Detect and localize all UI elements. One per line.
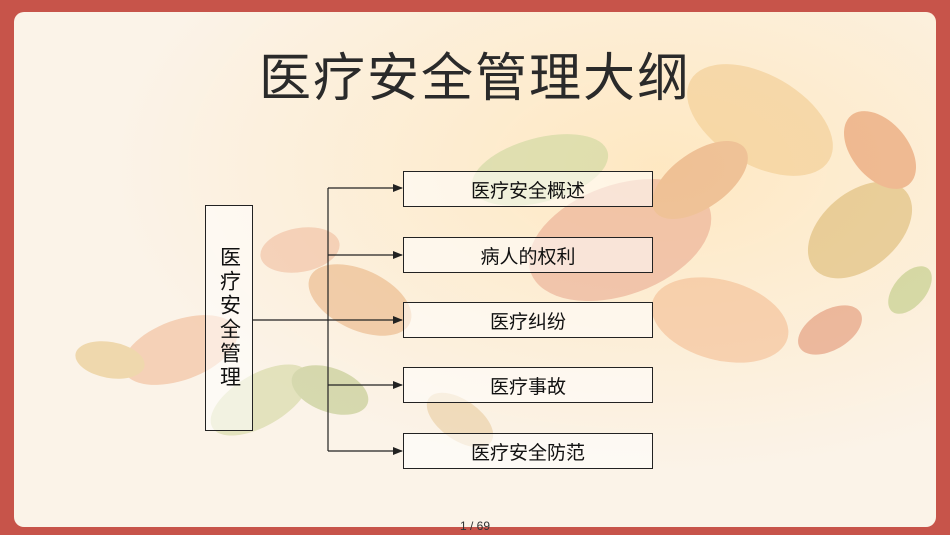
branch-node: 病人的权利 bbox=[403, 237, 653, 273]
branch-node: 医疗事故 bbox=[403, 367, 653, 403]
branch-node: 医疗安全防范 bbox=[403, 433, 653, 469]
root-node: 医疗安全管理 bbox=[205, 205, 253, 431]
branch-node: 医疗安全概述 bbox=[403, 171, 653, 207]
slide-title: 医疗安全管理大纲 bbox=[258, 49, 691, 109]
branch-node: 医疗纠纷 bbox=[403, 302, 653, 338]
root-node-label: 医疗安全管理 bbox=[217, 246, 242, 390]
page-indicator: 1 / 69 bbox=[459, 519, 491, 533]
